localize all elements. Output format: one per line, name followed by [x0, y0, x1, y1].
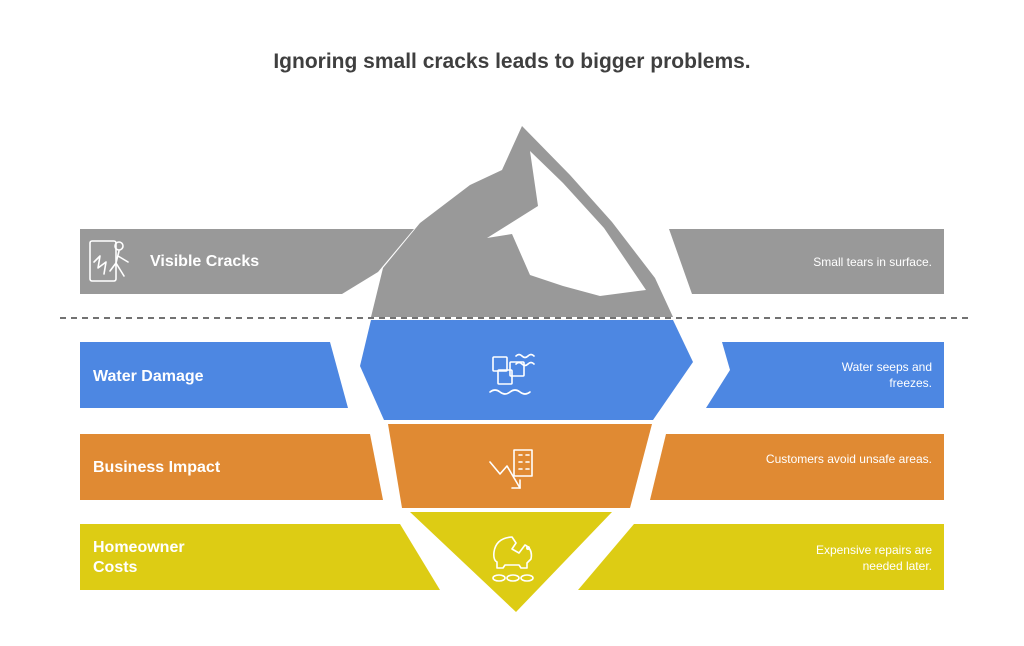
iceberg-segment-homeowner	[410, 512, 612, 612]
band-homeowner-costs-left	[80, 524, 440, 590]
band-visible-cracks-right	[669, 229, 944, 294]
band-business-impact-left	[80, 434, 383, 500]
layer-desc-water-damage: Water seeps and freezes.	[841, 360, 932, 390]
band-homeowner-costs-right	[578, 524, 944, 590]
band-business-impact-right	[650, 434, 944, 500]
water-ice-icon	[489, 353, 535, 395]
broken-figure-icon	[89, 240, 129, 282]
layer-label-water-damage: Water Damage	[93, 368, 204, 385]
page-title: Ignoring small cracks leads to bigger pr…	[273, 50, 751, 73]
iceberg-snowcap	[487, 151, 646, 296]
layer-label-business-impact: Business Impact	[93, 459, 221, 476]
band-visible-cracks-left	[80, 229, 414, 294]
declining-building-icon	[489, 449, 533, 489]
band-water-damage-left	[80, 342, 348, 408]
iceberg-segment-business	[388, 424, 652, 508]
layer-desc-business-impact: Customers avoid unsafe areas.	[765, 452, 932, 466]
broken-piggy-bank-icon	[492, 536, 534, 582]
layer-label-visible-cracks: Visible Cracks	[150, 253, 260, 270]
layer-desc-visible-cracks: Small tears in surface.	[813, 255, 932, 269]
iceberg-segment-water	[360, 320, 693, 420]
band-water-damage-right	[706, 342, 944, 408]
layer-label-homeowner-costs: Homeowner Costs	[93, 539, 185, 576]
layer-desc-homeowner-costs: Expensive repairs are needed later.	[815, 543, 932, 573]
